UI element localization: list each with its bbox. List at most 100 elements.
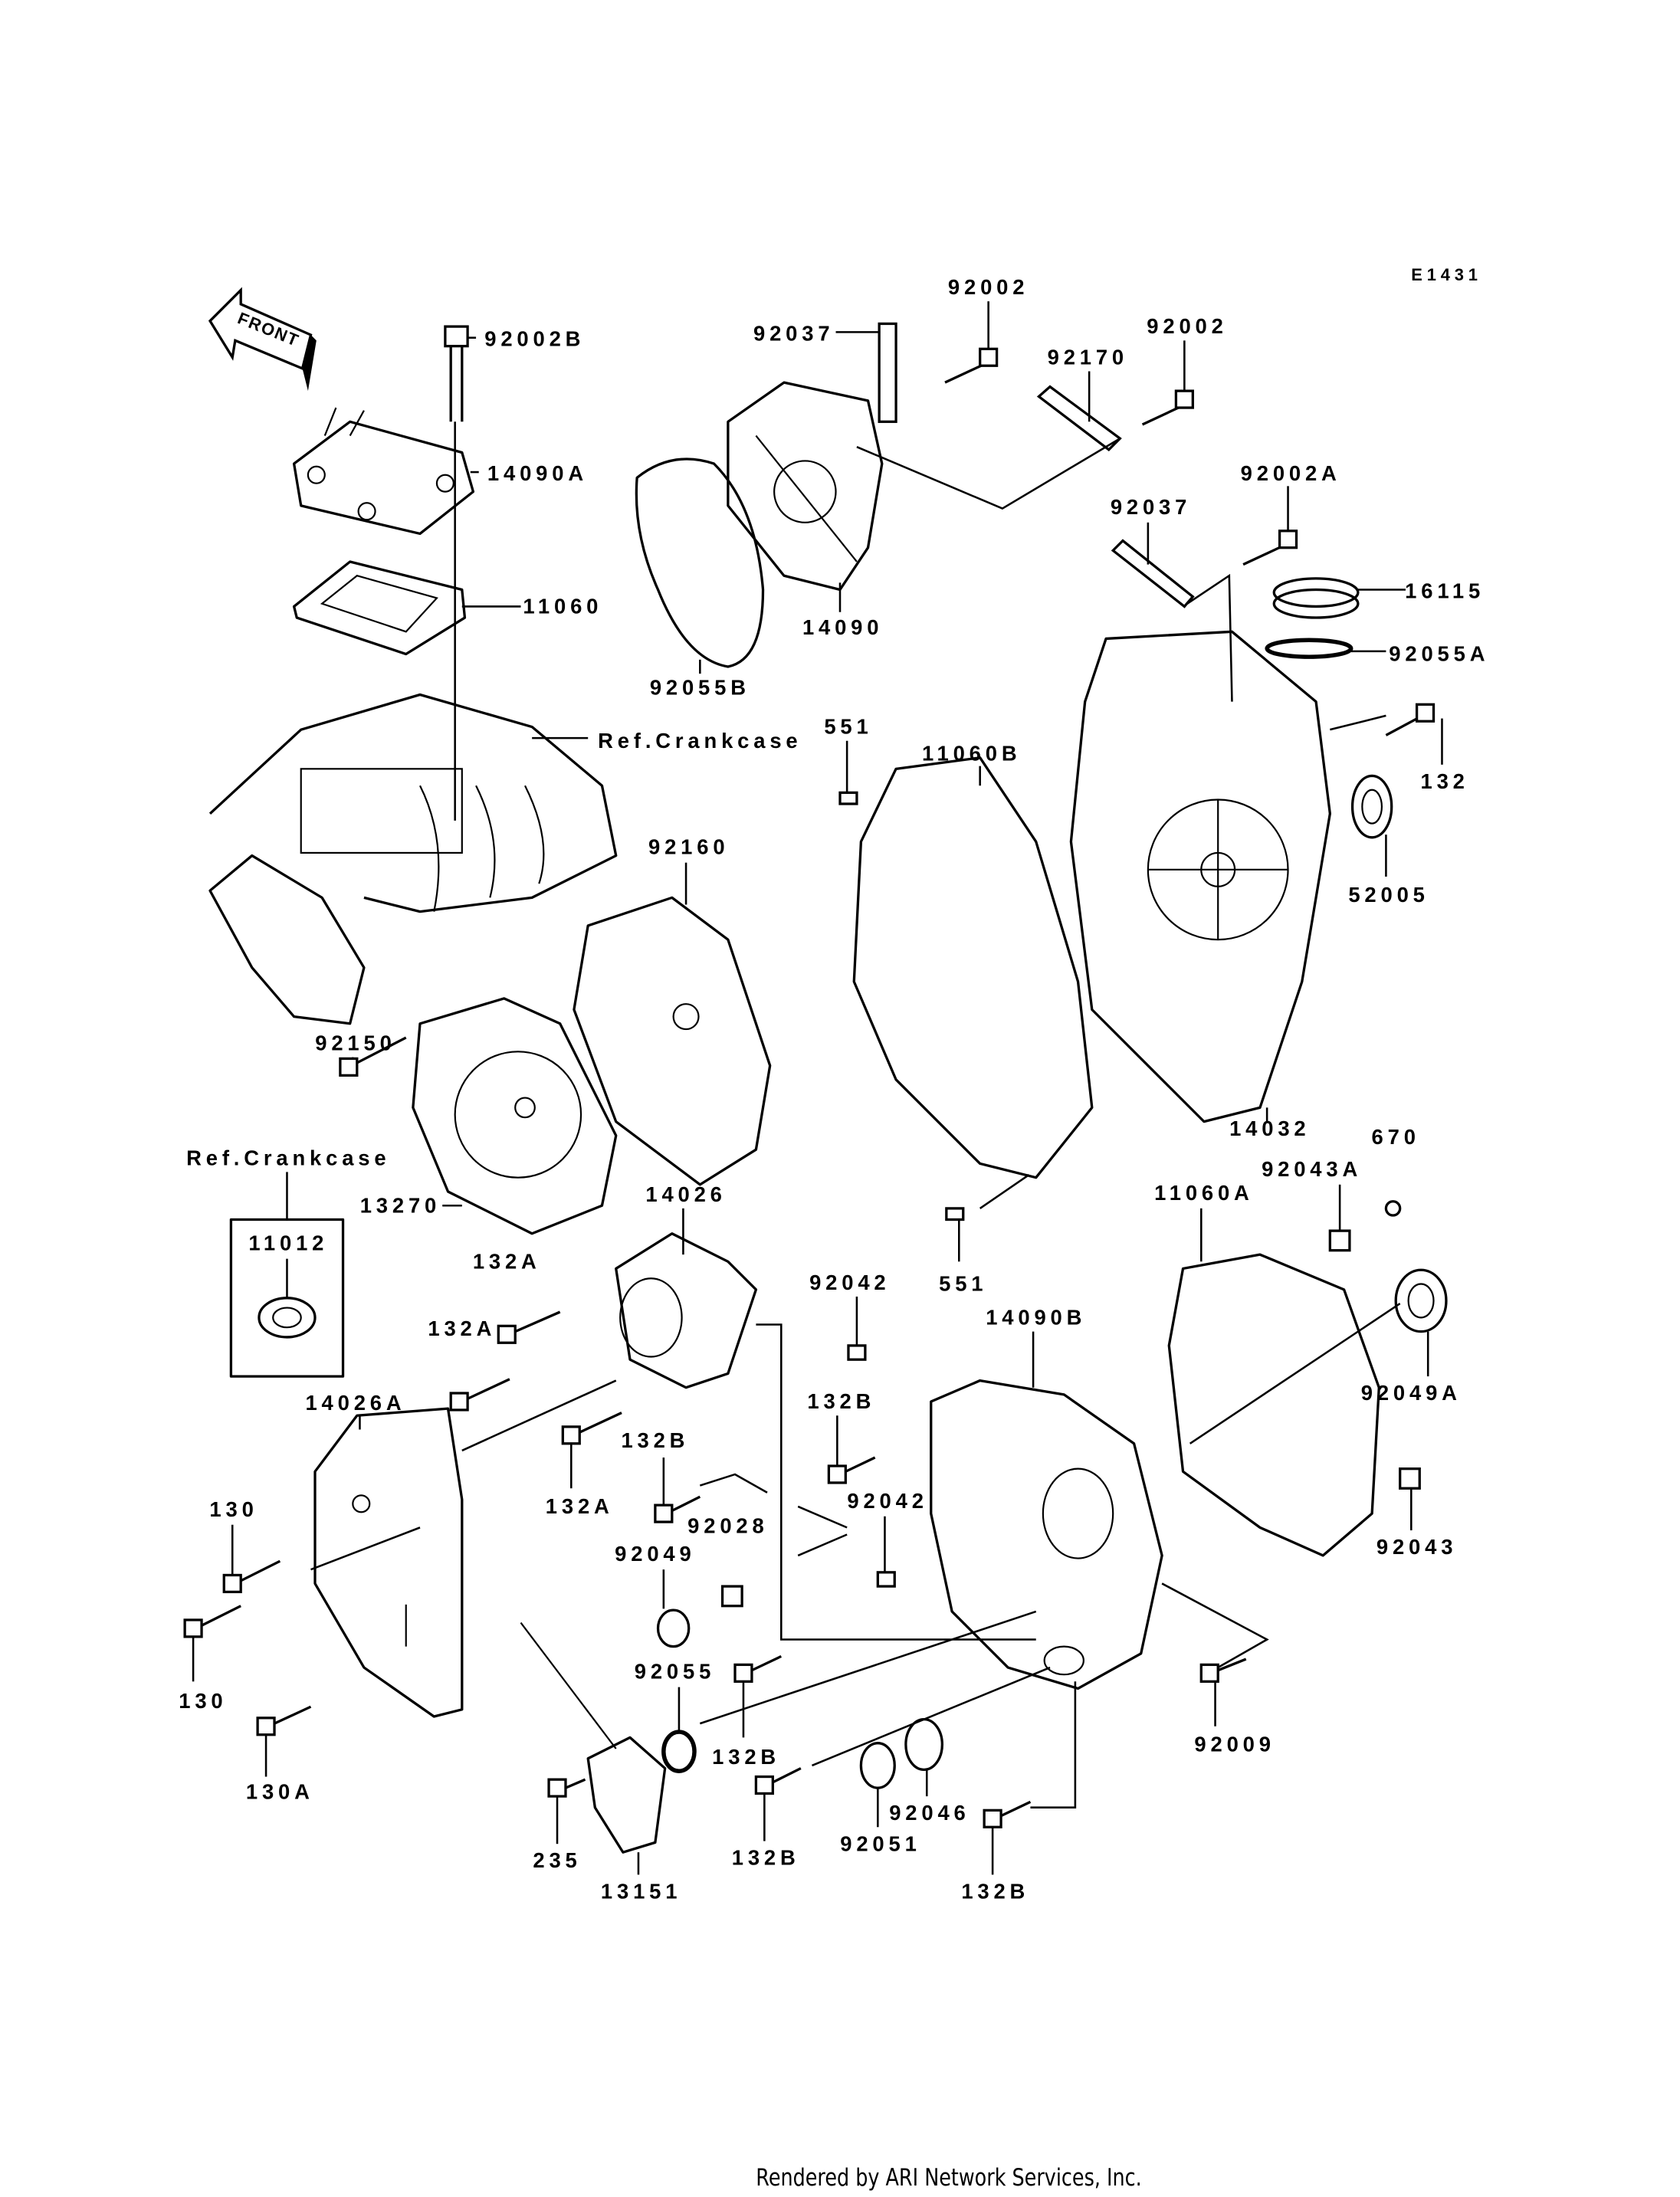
dowel-551-b	[945, 1207, 965, 1221]
diagram-code: E1431	[1411, 265, 1482, 284]
label-13270: 13270	[360, 1193, 441, 1217]
label-ref-crankcase: Ref.Crankcase	[186, 1146, 390, 1169]
label-11060a: 11060A	[1154, 1181, 1254, 1205]
bolt-92009	[1199, 1658, 1247, 1683]
label-92049: 92049	[615, 1542, 695, 1566]
o-ring-92055	[661, 1730, 697, 1773]
label-92042: 92042	[809, 1271, 890, 1294]
crankcase-ref	[208, 693, 618, 1025]
label-551: 551	[824, 715, 872, 739]
bearing-92046	[904, 1717, 943, 1772]
label-14090: 14090	[802, 615, 883, 639]
bolt-132b-3	[733, 1654, 782, 1683]
seal-52005	[1350, 774, 1393, 839]
gasket-92055b	[635, 457, 765, 668]
label-132b: 132B	[961, 1879, 1029, 1903]
label-14026: 14026	[645, 1182, 726, 1206]
gasket-92160	[573, 896, 772, 1186]
plate-92170	[1036, 385, 1122, 452]
plug-92043	[1399, 1467, 1421, 1490]
label-92170: 92170	[1048, 345, 1128, 369]
plate-92037-a	[878, 322, 897, 423]
label-92043: 92043	[1376, 1535, 1457, 1559]
plate-13270	[412, 997, 618, 1235]
label-92037: 92037	[1111, 495, 1191, 519]
label-11012: 11012	[248, 1231, 328, 1255]
label-92160: 92160	[648, 835, 729, 859]
bolt-130a	[256, 1705, 312, 1736]
label-92049a: 92049A	[1361, 1381, 1462, 1405]
label-92046: 92046	[889, 1801, 970, 1825]
label-92043a: 92043A	[1262, 1157, 1362, 1181]
label-130: 130	[179, 1689, 227, 1713]
footer-credit: Rendered by ARI Network Services, Inc.	[756, 2163, 1141, 2191]
seal-92051	[859, 1742, 896, 1789]
label-92042: 92042	[847, 1489, 927, 1513]
gasket-11060a	[1167, 1253, 1380, 1557]
bolt-132b-5	[983, 1800, 1032, 1828]
bolt-92002-b	[1141, 389, 1194, 426]
label-14032: 14032	[1229, 1117, 1310, 1140]
screw-92150	[339, 1036, 407, 1077]
label-132b: 132B	[621, 1428, 689, 1452]
label-92055: 92055	[635, 1660, 715, 1684]
label-92002a: 92002A	[1241, 461, 1341, 485]
label-551: 551	[939, 1272, 987, 1296]
dowel-92042-b	[876, 1571, 896, 1588]
bolt-132a-3	[561, 1412, 622, 1445]
label-14026a: 14026A	[305, 1391, 405, 1415]
label-92055b: 92055B	[650, 676, 750, 700]
label-132b: 132B	[712, 1745, 780, 1769]
label-11060: 11060	[523, 595, 602, 618]
label-130: 130	[209, 1497, 258, 1521]
bolt-132b-4	[754, 1767, 802, 1795]
bolt-132a-2	[449, 1378, 510, 1412]
cover-14026a	[313, 1407, 464, 1718]
label-130a: 130A	[246, 1780, 314, 1804]
housing-13151	[520, 1622, 667, 1854]
label-ref-crankcase: Ref.Crankcase	[598, 729, 802, 753]
cover-14032	[1069, 630, 1331, 1123]
label-132b: 132B	[732, 1846, 800, 1870]
o-ring-92055a	[1265, 638, 1354, 659]
label-132b: 132B	[807, 1389, 875, 1413]
label-14090a: 14090A	[487, 461, 588, 485]
screw-235	[547, 1778, 586, 1798]
cover-14090	[727, 381, 884, 592]
bolt-92002a	[1242, 530, 1298, 566]
part-labels: 92002B 14090A 11060 92037 92002 92170 92…	[179, 275, 1489, 1903]
seal-11012	[258, 1297, 317, 1339]
label-92002b: 92002B	[484, 327, 585, 351]
seal-92049a	[1394, 1268, 1448, 1333]
dowel-551-a	[838, 791, 858, 805]
bolt-92002-a	[944, 347, 999, 384]
plug-92043a	[1328, 1229, 1351, 1252]
gasket-11060	[292, 560, 467, 656]
label-52005: 52005	[1348, 883, 1429, 907]
dowel-92042-a	[847, 1344, 867, 1361]
bolt-132b-2	[827, 1456, 876, 1484]
label-92055a: 92055A	[1389, 642, 1489, 666]
bolt-92002b	[444, 325, 469, 422]
label-92009: 92009	[1194, 1733, 1275, 1756]
label-132a: 132A	[473, 1249, 541, 1273]
bolt-130-1	[222, 1559, 281, 1594]
o-ring-670	[1384, 1200, 1402, 1217]
bolt-132	[1385, 703, 1436, 736]
label-92150: 92150	[315, 1031, 395, 1054]
bolt-130-2	[183, 1605, 241, 1638]
label-92002: 92002	[948, 275, 1029, 299]
leader-lines	[192, 301, 1443, 1875]
label-14090b: 14090B	[986, 1306, 1086, 1330]
label-235: 235	[533, 1848, 581, 1872]
label-92028: 92028	[687, 1514, 768, 1538]
breather-cover-14090a	[292, 407, 475, 536]
collar-92028	[720, 1585, 743, 1608]
label-132a: 132A	[428, 1317, 496, 1340]
label-11060b: 11060B	[922, 741, 1022, 765]
housing-14026	[615, 1232, 758, 1389]
plate-92037-b	[1111, 539, 1195, 608]
cover-14090b	[930, 1379, 1163, 1690]
label-132: 132	[1420, 769, 1468, 793]
